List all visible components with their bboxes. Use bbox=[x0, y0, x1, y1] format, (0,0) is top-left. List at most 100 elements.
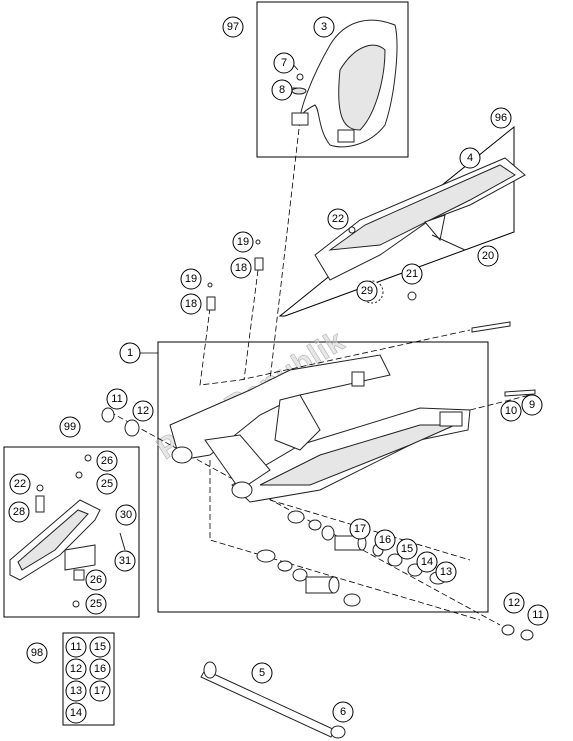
svg-text:11: 11 bbox=[532, 609, 543, 621]
svg-text:9: 9 bbox=[529, 399, 535, 411]
callout-25-bottom: 25 bbox=[85, 593, 107, 615]
callout-6: 6 bbox=[332, 701, 354, 723]
bearing-set-part bbox=[101, 407, 534, 641]
callout-12-right: 12 bbox=[503, 592, 525, 614]
svg-text:31: 31 bbox=[119, 555, 131, 567]
kit98-item: 13 bbox=[65, 680, 87, 702]
bolt-part bbox=[504, 389, 536, 397]
frame-97-chain-guide bbox=[256, 1, 409, 158]
svg-text:19: 19 bbox=[237, 236, 249, 248]
svg-text:14: 14 bbox=[70, 707, 82, 719]
svg-text:25: 25 bbox=[90, 598, 102, 610]
callout-8: 8 bbox=[271, 79, 293, 101]
kit98-item: 16 bbox=[89, 658, 111, 680]
svg-text:14: 14 bbox=[421, 556, 433, 568]
callout-14: 14 bbox=[416, 551, 438, 573]
callout-18-right: 18 bbox=[230, 257, 252, 279]
pivot-nut-part bbox=[330, 725, 346, 739]
callout-22-left: 22 bbox=[9, 473, 31, 495]
svg-text:16: 16 bbox=[94, 663, 106, 675]
svg-text:26: 26 bbox=[101, 455, 113, 467]
bolt-part bbox=[207, 282, 213, 288]
clip-part bbox=[254, 257, 264, 271]
frame-1-swingarm bbox=[157, 341, 489, 613]
callout-4: 4 bbox=[459, 147, 481, 169]
kit98-item: 11 bbox=[65, 636, 87, 658]
svg-text:97: 97 bbox=[227, 21, 239, 33]
svg-text:19: 19 bbox=[185, 273, 197, 285]
assembly-line bbox=[269, 119, 301, 381]
svg-text:5: 5 bbox=[259, 667, 265, 679]
assembly-line bbox=[469, 394, 531, 411]
callout-19-right: 19 bbox=[232, 231, 254, 253]
kit98-item: 14 bbox=[65, 702, 87, 724]
callout-26-top: 26 bbox=[96, 450, 118, 472]
svg-text:26: 26 bbox=[90, 574, 102, 586]
svg-text:98: 98 bbox=[31, 647, 43, 659]
svg-text:25: 25 bbox=[101, 478, 113, 490]
callout-29: 29 bbox=[356, 280, 378, 302]
callout-16: 16 bbox=[374, 529, 396, 551]
bolt-part bbox=[255, 239, 261, 245]
assembly-line bbox=[109, 411, 501, 626]
callout-25-top: 25 bbox=[96, 473, 118, 495]
callout-20: 20 bbox=[477, 245, 499, 267]
svg-text:17: 17 bbox=[354, 523, 366, 535]
callout-26-bottom: 26 bbox=[85, 569, 107, 591]
kit98-item: 15 bbox=[89, 636, 111, 658]
callout-15: 15 bbox=[396, 538, 418, 560]
callout-5: 5 bbox=[251, 662, 273, 684]
callout-19-left: 19 bbox=[180, 268, 202, 290]
callout-7: 7 bbox=[273, 52, 295, 74]
callout-3: 3 bbox=[313, 16, 335, 38]
svg-text:4: 4 bbox=[467, 152, 473, 164]
svg-text:18: 18 bbox=[235, 262, 247, 274]
callout-96: 96 bbox=[490, 107, 512, 129]
callout-97: 97 bbox=[222, 16, 244, 38]
callout-22-top: 22 bbox=[327, 208, 349, 230]
pivot-shaft-head bbox=[203, 661, 217, 679]
svg-text:99: 99 bbox=[64, 421, 76, 433]
pivot-shaft-part bbox=[200, 669, 336, 738]
callout-1: 1 bbox=[119, 342, 141, 364]
svg-text:6: 6 bbox=[340, 706, 346, 718]
callout-18-left: 18 bbox=[180, 293, 202, 315]
svg-text:17: 17 bbox=[94, 685, 106, 697]
svg-text:29: 29 bbox=[361, 285, 373, 297]
svg-text:22: 22 bbox=[332, 213, 344, 225]
callout-11-right: 11 bbox=[527, 604, 549, 626]
callout-10: 10 bbox=[500, 400, 522, 422]
svg-text:3: 3 bbox=[321, 21, 327, 33]
bolt-part bbox=[471, 321, 511, 333]
callout-17: 17 bbox=[349, 518, 371, 540]
chain-slider-part bbox=[9, 454, 126, 608]
svg-text:15: 15 bbox=[94, 641, 106, 653]
svg-text:1: 1 bbox=[127, 347, 133, 359]
svg-text:21: 21 bbox=[406, 268, 418, 280]
svg-text:7: 7 bbox=[281, 57, 287, 69]
svg-text:12: 12 bbox=[70, 663, 82, 675]
chain-guard-part bbox=[314, 157, 526, 281]
svg-text:30: 30 bbox=[120, 509, 132, 521]
svg-text:11: 11 bbox=[111, 393, 122, 405]
svg-text:28: 28 bbox=[13, 506, 25, 518]
callout-99: 99 bbox=[59, 416, 81, 438]
callout-98: 98 bbox=[26, 642, 48, 664]
chain-guide-part bbox=[291, 19, 398, 148]
kit98-item: 17 bbox=[89, 680, 111, 702]
clip-part bbox=[206, 296, 216, 311]
nut-part bbox=[407, 291, 417, 301]
svg-text:20: 20 bbox=[482, 250, 494, 262]
assembly-line bbox=[199, 307, 471, 386]
svg-text:12: 12 bbox=[137, 405, 149, 417]
svg-text:13: 13 bbox=[70, 685, 82, 697]
kit98-item: 12 bbox=[65, 658, 87, 680]
frame-99-slider bbox=[3, 446, 140, 618]
callout-11-left: 11 bbox=[106, 388, 128, 410]
svg-text:16: 16 bbox=[379, 534, 391, 546]
assembly-line bbox=[243, 269, 259, 381]
svg-text:96: 96 bbox=[495, 112, 507, 124]
svg-text:22: 22 bbox=[14, 478, 26, 490]
callout-9: 9 bbox=[521, 394, 543, 416]
